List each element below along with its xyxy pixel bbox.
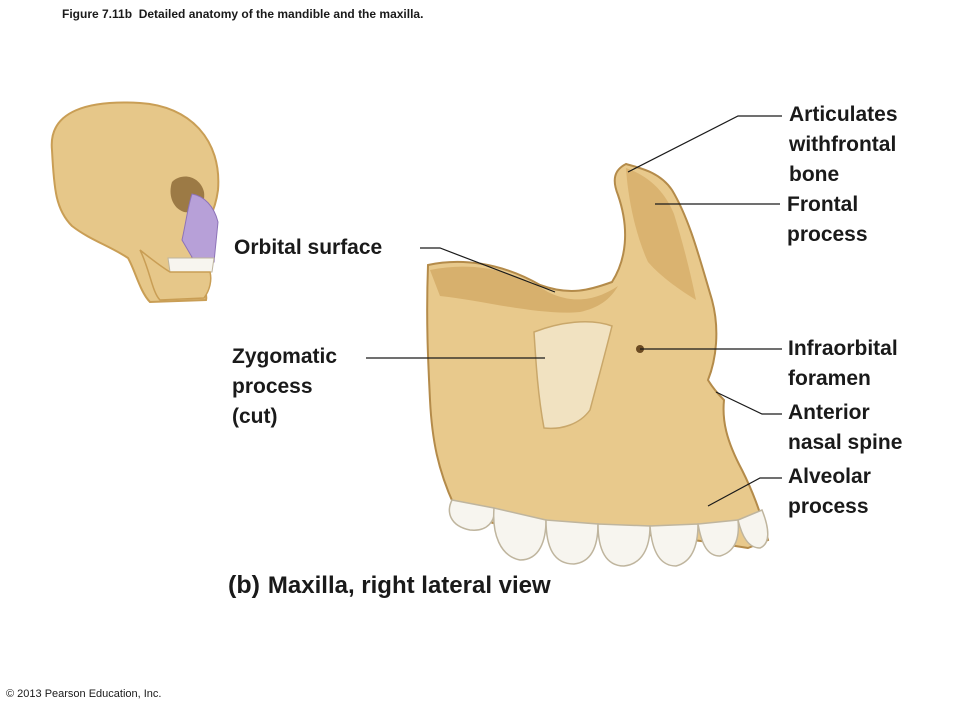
label-frontal-process: Frontal process (787, 190, 868, 250)
label-articulates-with-frontal-bone: Articulates withfrontal bone (789, 100, 898, 190)
zygomatic-cut-surface (533, 321, 613, 430)
label-line: Frontal (787, 193, 859, 216)
orbital-surface (430, 266, 618, 313)
label-line: (cut) (232, 405, 278, 428)
label-alveolar-process: Alveolar process (788, 462, 871, 522)
label-line: Anterior (788, 401, 870, 424)
label-orbital-surface: Orbital surface (234, 236, 383, 259)
view-title-text: Maxilla, right lateral view (267, 572, 551, 599)
leader-lines (366, 115, 782, 507)
label-line: withfrontal (789, 133, 897, 156)
leader-articulates (627, 115, 782, 173)
label-line: Articulates (789, 103, 898, 126)
skull-thumbnail (50, 101, 220, 304)
label-line: bone (789, 163, 840, 186)
label-infraorbital-foramen: Infraorbital foramen (788, 334, 898, 394)
view-title: (b) Maxilla, right lateral view (228, 571, 551, 600)
leader-nasal-spine (715, 391, 782, 415)
skull-teeth (167, 257, 215, 273)
mandible (139, 249, 212, 301)
label-line: nasal spine (788, 431, 903, 454)
label-line: Infraorbital (788, 337, 898, 360)
label-zygomatic-process: Zygomatic process (cut) (232, 342, 337, 432)
panel-letter: (b) (228, 571, 260, 599)
teeth-row (448, 499, 769, 567)
label-line: process (787, 223, 868, 246)
label-line: process (232, 375, 313, 398)
leader-alveolar (707, 477, 782, 507)
figure-caption: Figure 7.11b Detailed anatomy of the man… (62, 7, 424, 21)
frontal-process-shade (626, 168, 696, 300)
label-anterior-nasal-spine: Anterior nasal spine (788, 398, 902, 458)
label-line: Alveolar (788, 465, 871, 488)
maxilla-illustration (426, 162, 770, 567)
copyright-notice: © 2013 Pearson Education, Inc. (6, 688, 162, 700)
label-line: foramen (788, 367, 871, 390)
leader-orbital-surface (420, 247, 556, 293)
label-line: Zygomatic (232, 345, 338, 368)
label-line: process (788, 495, 869, 518)
